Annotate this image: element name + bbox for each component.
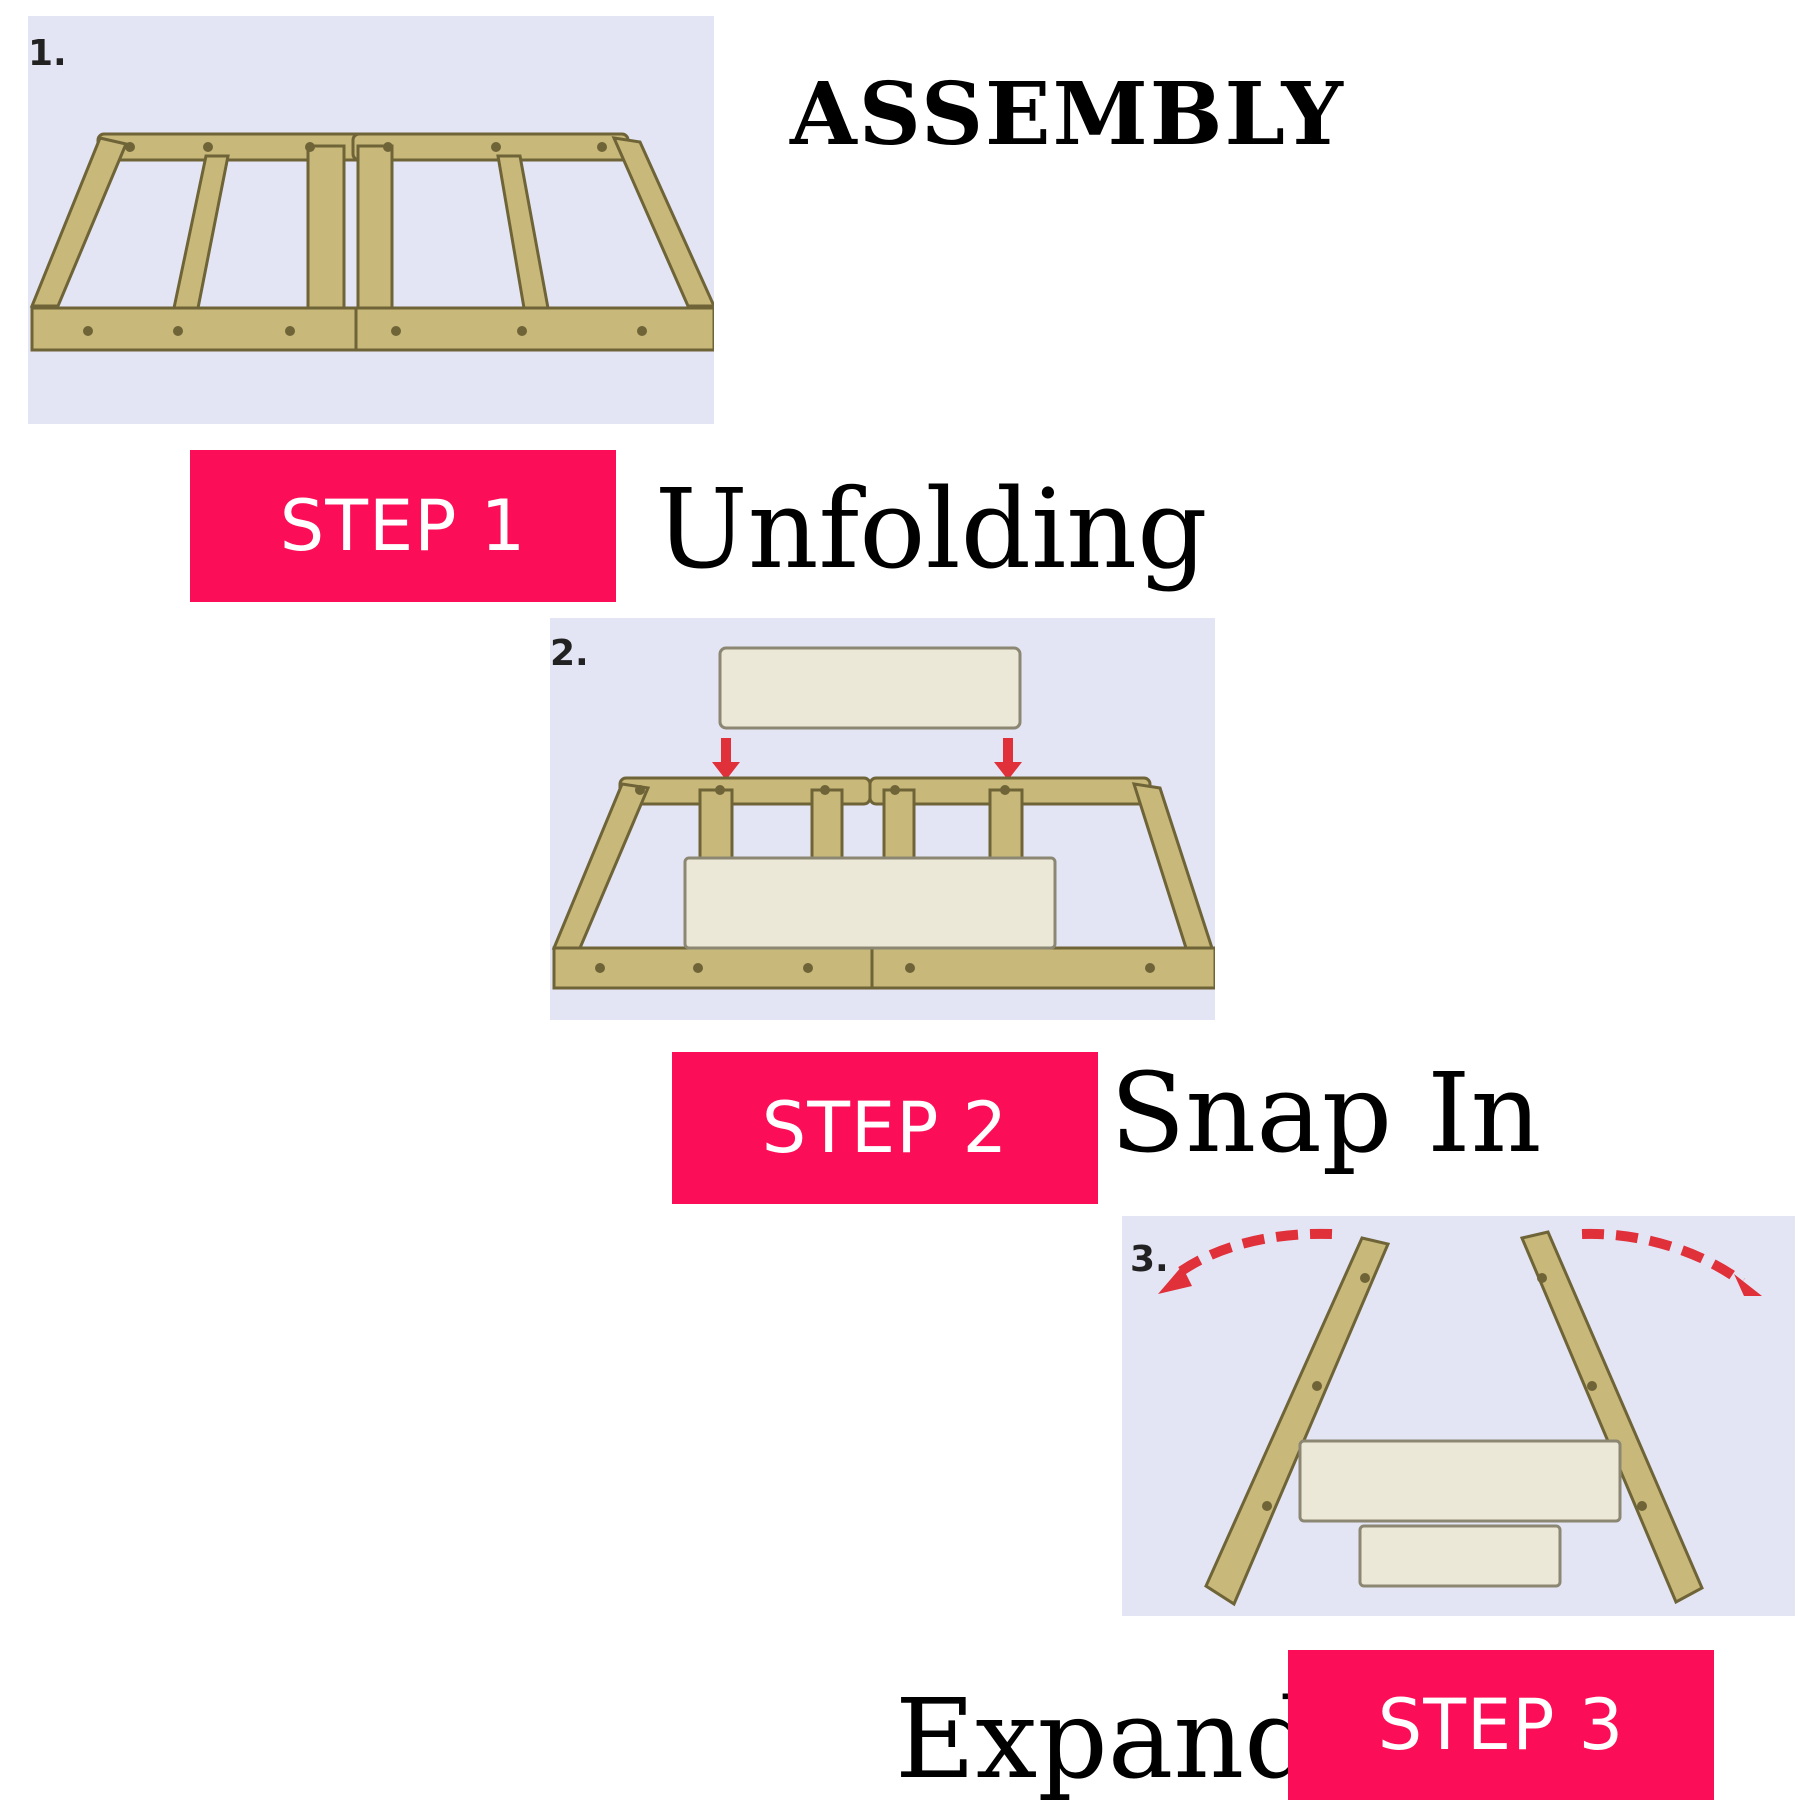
step-1-label: Unfolding [655, 465, 1208, 593]
step-1-illustration: 1. [28, 16, 714, 424]
expand-drawing [1158, 1228, 1762, 1607]
step-1-number-marker: 1. [28, 33, 67, 74]
step-3-number-marker: 3. [1130, 1239, 1169, 1280]
unfolded-frame-drawing [29, 132, 714, 352]
step-2-illustration: 2. [550, 618, 1215, 1020]
snap-in-drawing [551, 646, 1215, 990]
step-2-badge: STEP 2 [672, 1052, 1098, 1204]
page-title: ASSEMBLY [790, 64, 1345, 165]
step-1-badge: STEP 1 [190, 450, 616, 602]
step-2-number-marker: 2. [550, 633, 589, 674]
step-3-badge: STEP 3 [1288, 1650, 1714, 1800]
step-2-label: Snap In [1110, 1049, 1542, 1177]
step-3-label: Expand [895, 1675, 1315, 1803]
step-3-illustration: 3. [1122, 1216, 1795, 1616]
